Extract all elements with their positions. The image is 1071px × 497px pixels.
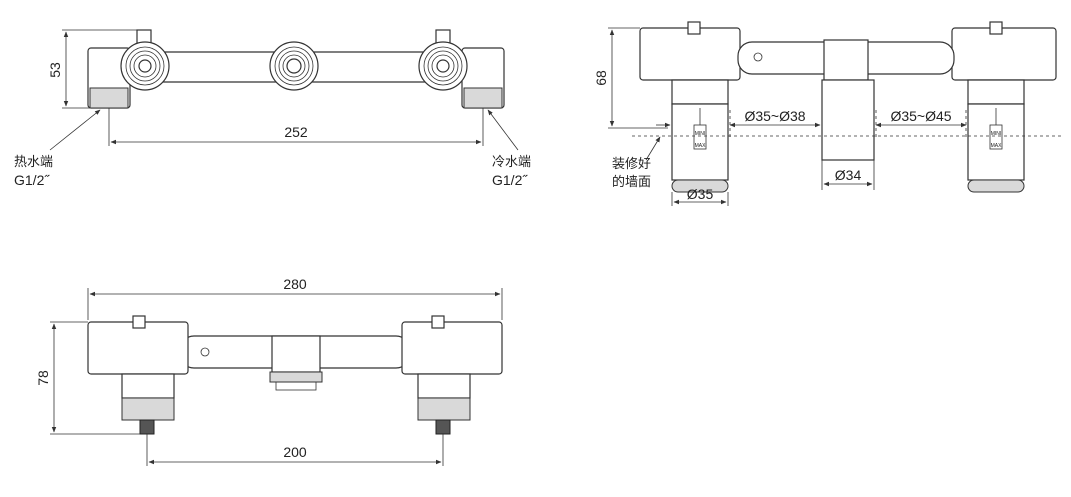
front-right-knob [431,315,445,329]
side-bottom-dim-label: Ø35 [687,186,714,202]
side-right-mark-min: MINI [991,131,1002,137]
top-view: 53 252 热水端 G1/2˝ 冷水端 G1/2˝ [14,29,531,188]
front-center-collar [271,335,321,373]
side-right-knob [989,21,1003,35]
front-center-nut [269,371,323,383]
front-right-thread [435,419,451,435]
side-right-mark-max: MAX [991,143,1003,149]
side-center-dim-label: Ø34 [835,167,862,183]
side-height-dim-label: 68 [593,70,609,86]
front-height-dim-label: 78 [35,370,51,386]
side-range-left-label: Ø35~Ø38 [744,108,805,124]
top-left-foot [89,87,129,109]
wall-leader-line [645,136,661,161]
top-left-valve-bore [138,59,152,73]
front-width-dim-label: 280 [283,276,307,292]
front-bottom-dim-label: 200 [283,444,307,460]
top-height-dim-label: 53 [47,62,63,78]
cold-leader-line [487,109,519,151]
top-right-foot [463,87,503,109]
top-right-valve-bore [436,59,450,73]
cold-label-line2: G1/2˝ [492,172,528,188]
front-right-fitting-body [417,397,471,421]
front-right-block [401,321,503,375]
side-left-knob [687,21,701,35]
side-view: MINI MAX MINI MAX 68 Ø35~Ø38 Ø35~Ø45 Ø34 [593,21,1064,206]
top-center-valve-bore [286,58,302,74]
hot-leader-line [49,109,101,151]
wall-label-line1: 装修好 [612,157,651,172]
front-left-knob [132,315,146,329]
side-left-block [639,27,741,81]
front-view: 280 78 200 [35,276,503,466]
hot-label-line1: 热水端 [14,155,53,170]
side-left-mark-max: MAX [695,143,707,149]
front-left-fitting [121,373,175,399]
front-right-fitting [417,373,471,399]
front-left-fitting-body [121,397,175,421]
cold-label-line1: 冷水端 [492,155,531,170]
side-right-block [951,27,1057,81]
front-left-block [87,321,189,375]
side-center-cylinder [821,79,875,161]
front-left-thread [139,419,155,435]
side-range-right-label: Ø35~Ø45 [890,108,951,124]
side-left-mark-min: MINI [695,131,706,137]
side-center-collar [823,39,869,81]
top-width-dim-label: 252 [284,124,308,140]
wall-label-line2: 的墙面 [612,174,651,190]
hot-label-line2: G1/2˝ [14,172,50,188]
